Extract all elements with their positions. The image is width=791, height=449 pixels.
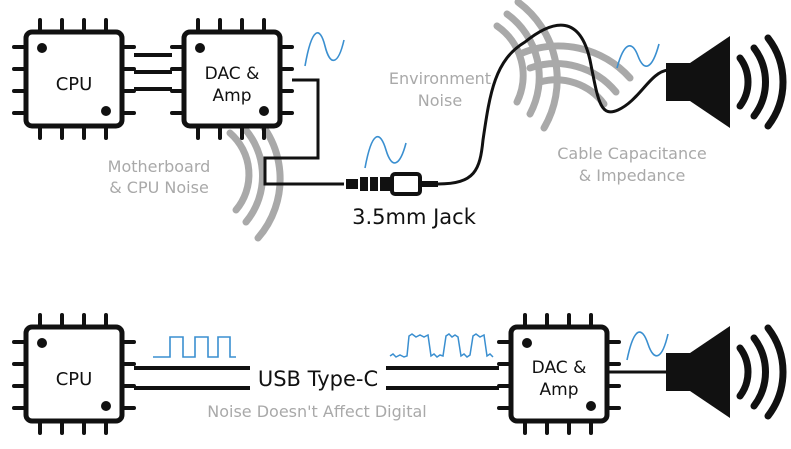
top-dac-label-2: Amp bbox=[213, 86, 252, 106]
bottom-dac-chip bbox=[497, 313, 621, 435]
usb-label: USB Type-C bbox=[258, 367, 378, 391]
audio-jack-icon bbox=[346, 172, 438, 196]
top-bus-lines bbox=[134, 53, 172, 91]
sine-wave-icon bbox=[616, 43, 660, 69]
environment-noise-label-1: Environment bbox=[389, 69, 491, 88]
usb-lines bbox=[134, 366, 499, 390]
bottom-dac-label-2: Amp bbox=[540, 380, 579, 400]
cable-label-2: & Impedance bbox=[579, 166, 686, 185]
sine-wave-icon bbox=[626, 331, 669, 361]
top-dac-label-1: DAC & bbox=[205, 64, 260, 84]
digital-note-label: Noise Doesn't Affect Digital bbox=[207, 402, 427, 421]
dac-to-jack-wire bbox=[263, 78, 344, 186]
top-cpu-label: CPU bbox=[56, 74, 93, 95]
sine-wave-icon bbox=[304, 32, 345, 67]
top-speaker-icon bbox=[666, 34, 787, 130]
motherboard-noise-label-2: & CPU Noise bbox=[109, 178, 209, 197]
bottom-cpu-chip bbox=[12, 313, 136, 435]
motherboard-noise-waves-icon bbox=[226, 106, 284, 242]
bottom-cpu-label: CPU bbox=[56, 369, 93, 390]
square-wave-icon bbox=[153, 336, 236, 358]
motherboard-noise-label-1: Motherboard bbox=[108, 157, 211, 176]
bottom-speaker-icon bbox=[666, 324, 787, 420]
environment-noise-waves-icon bbox=[493, 0, 561, 132]
jack-to-speaker-cable bbox=[437, 23, 669, 186]
top-cpu-chip bbox=[12, 18, 136, 140]
top-dac-chip bbox=[170, 18, 294, 140]
noisy-square-wave-icon bbox=[389, 333, 494, 358]
bottom-dac-label-1: DAC & bbox=[532, 358, 587, 378]
cable-label-1: Cable Capacitance bbox=[557, 144, 707, 163]
environment-noise-label-2: Noise bbox=[418, 91, 462, 110]
jack-label: 3.5mm Jack bbox=[352, 205, 477, 229]
sine-wave-icon bbox=[364, 135, 407, 169]
